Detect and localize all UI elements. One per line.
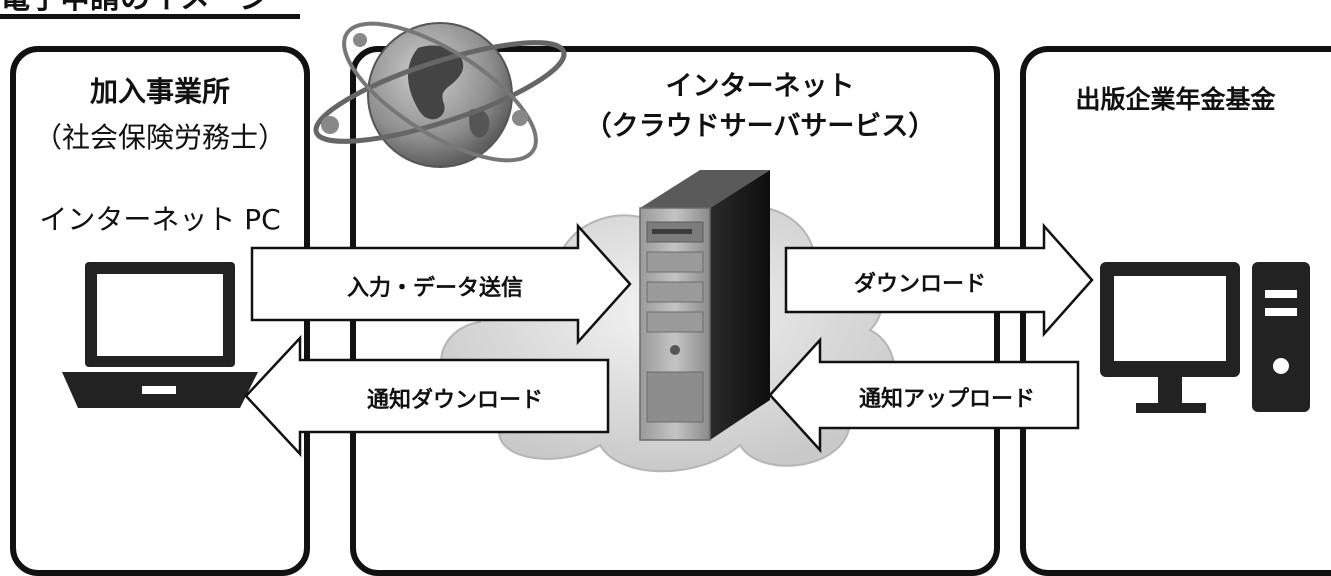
pension-fund-title: 出版企業年金基金 — [1075, 85, 1276, 114]
arrow-input-send — [250, 222, 632, 346]
arrow-label-notice-upload: 通知アップロード — [858, 387, 1035, 412]
subscriber-office-subtitle: （社会保険労務士） — [33, 121, 286, 154]
page-title: 電子申請のイメージ — [0, 0, 300, 19]
desktop-pc-icon — [1100, 262, 1310, 413]
internet-subtitle: （クラウドサーバサービス） — [584, 111, 936, 142]
internet-pc-label: インターネット PC — [39, 203, 281, 236]
arrow-label-input-send: 入力・データ送信 — [346, 276, 523, 301]
internet-title: インターネット — [665, 71, 855, 102]
subscriber-office-title: 加入事業所 — [89, 75, 230, 108]
arrow-download — [784, 222, 1094, 338]
globe-icon — [313, 21, 567, 168]
arrow-notice-download — [244, 334, 610, 458]
laptop-icon — [62, 262, 258, 408]
diagram-graphics — [62, 21, 1310, 473]
server-tower-icon — [639, 170, 770, 441]
arrow-label-download: ダウンロード — [853, 272, 986, 297]
arrow-label-notice-download: 通知ダウンロード — [366, 388, 543, 413]
arrow-notice-upload — [768, 336, 1080, 454]
